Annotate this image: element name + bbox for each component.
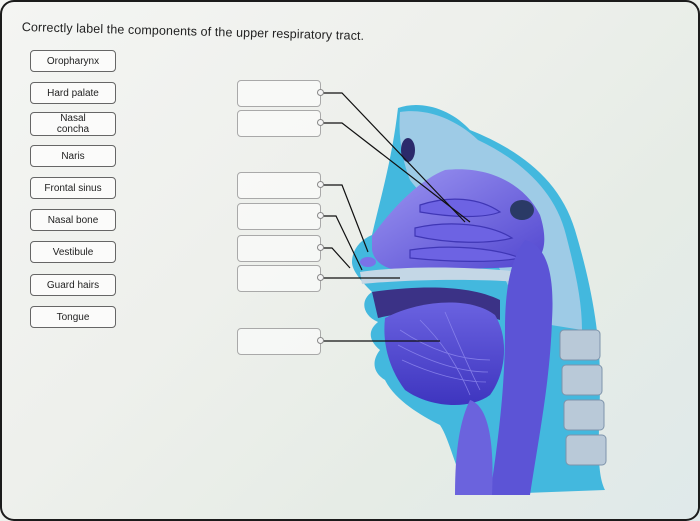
drop-slot[interactable]: [237, 203, 321, 230]
drop-slot[interactable]: [237, 172, 321, 199]
slot-connector: [317, 244, 324, 251]
drop-slot[interactable]: [237, 80, 321, 107]
tongue-muscle-fibers: [397, 311, 491, 396]
slot-connector: [317, 212, 324, 219]
drop-slot[interactable]: [237, 235, 321, 262]
label-chip-naris[interactable]: Naris: [30, 145, 116, 167]
label-chip-frontal-sinus[interactable]: Frontal sinus: [30, 177, 116, 199]
hard-palate: [360, 267, 520, 284]
frontal-sinus: [401, 138, 415, 162]
slot-connector: [317, 337, 324, 344]
leader-lines: [321, 92, 471, 342]
label-chip-hard-palate[interactable]: Hard palate: [30, 82, 116, 104]
slot-connector: [317, 119, 324, 126]
drop-slot[interactable]: [237, 110, 321, 137]
label-chip-vestibule[interactable]: Vestibule: [30, 241, 116, 263]
larynx: [455, 400, 493, 495]
slot-connector: [317, 181, 324, 188]
tongue-shape: [384, 302, 505, 406]
nasal-cavity: [372, 169, 545, 271]
slot-connector: [317, 274, 324, 281]
slot-connector: [317, 89, 324, 96]
label-chip-guard-hairs[interactable]: Guard hairs: [30, 274, 116, 296]
nasal-conchae: [409, 198, 523, 262]
label-chip-nasal-concha[interactable]: Nasal concha: [30, 112, 116, 136]
label-chip-tongue[interactable]: Tongue: [30, 306, 116, 328]
cervical-vertebrae: [559, 329, 607, 466]
pharynx: [490, 240, 553, 495]
drop-slot[interactable]: [237, 328, 321, 355]
label-chip-nasal-bone[interactable]: Nasal bone: [30, 209, 116, 231]
naris-opening: [360, 257, 376, 267]
sphenoid-sinus: [510, 200, 534, 220]
label-chip-oropharynx[interactable]: Oropharynx: [30, 50, 116, 72]
drop-slot[interactable]: [237, 265, 321, 292]
